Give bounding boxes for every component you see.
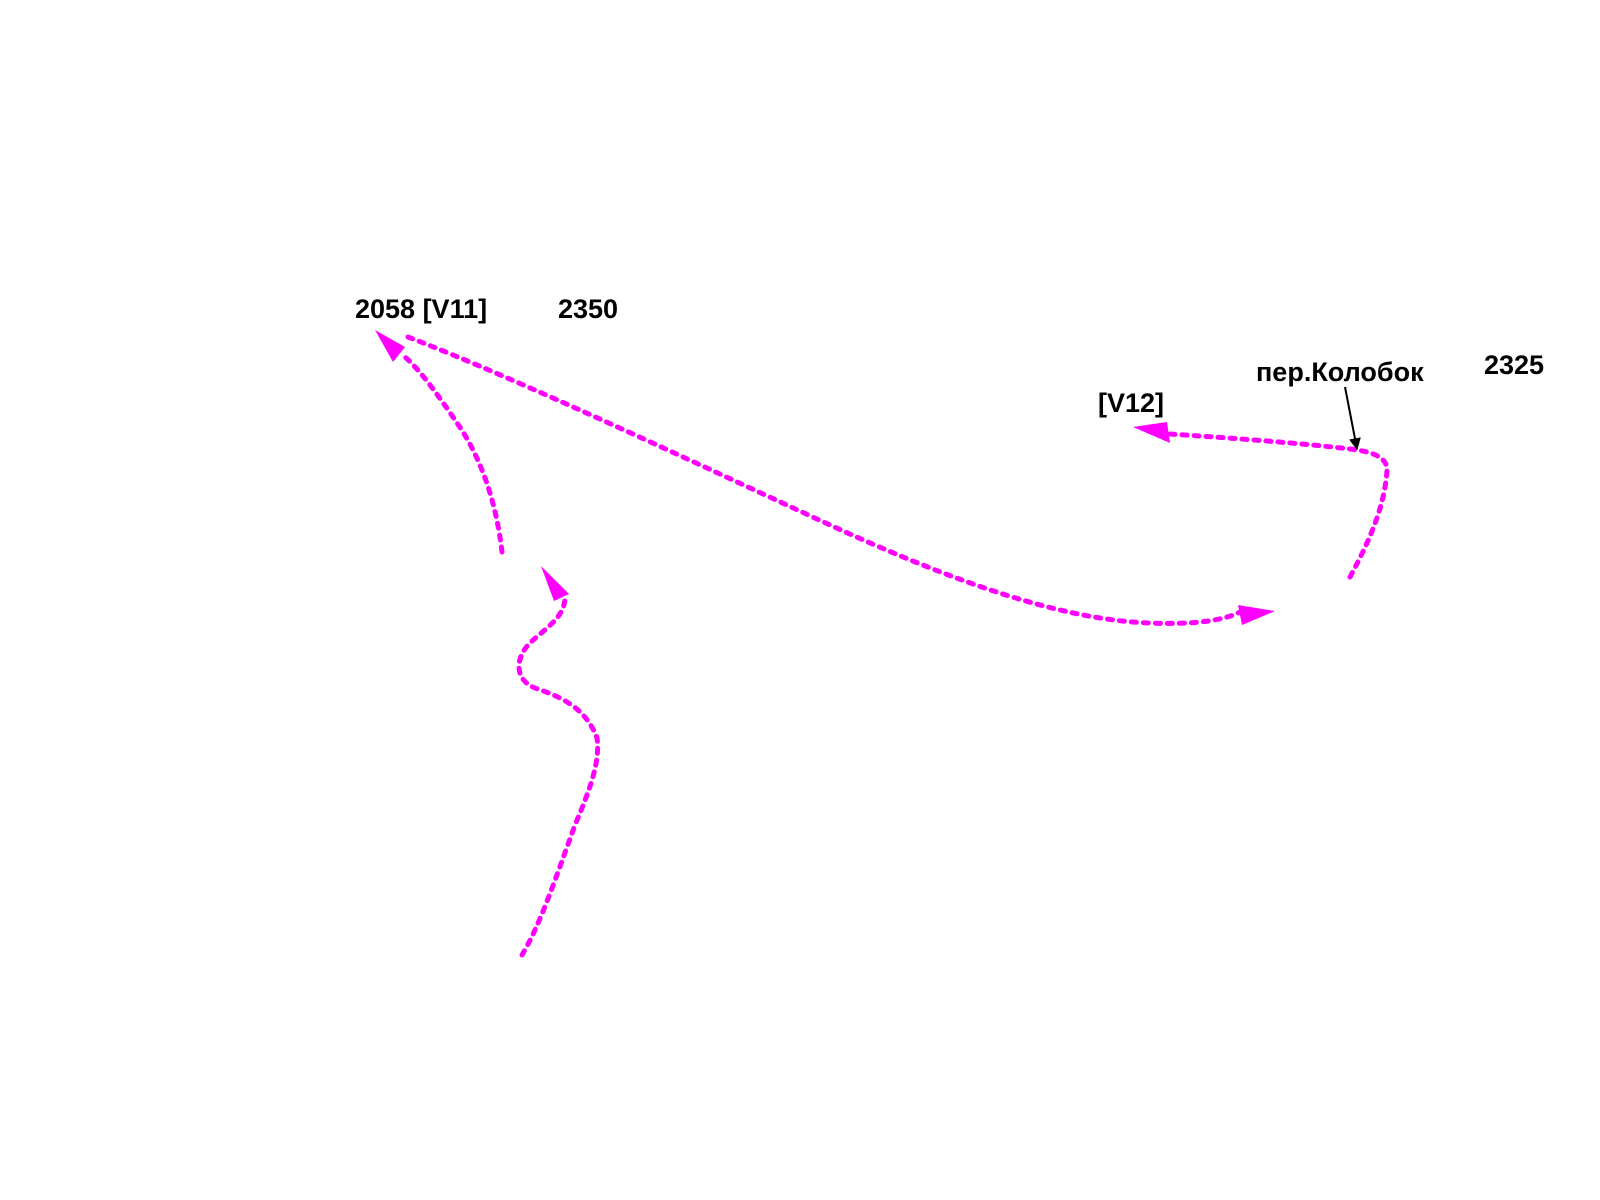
label-node-2350: 2350	[558, 294, 618, 324]
route-segment-lower	[516, 594, 601, 958]
label-node-v12: [V12]	[1098, 388, 1164, 418]
route-segment-arc	[405, 334, 1243, 626]
route-arrowhead-left	[375, 330, 405, 362]
route-arrowhead-lower	[541, 566, 569, 601]
label-street-kolobok: пер.Колобок	[1256, 357, 1424, 387]
street-leader-line	[1344, 386, 1361, 451]
label-node-2325: 2325	[1484, 350, 1544, 380]
route-arrowhead-right	[1133, 422, 1170, 443]
label-node-2058-v11: 2058 [V11]	[355, 294, 487, 324]
route-segment-left	[402, 354, 505, 555]
route-arrowhead-arc	[1238, 605, 1275, 625]
route-segment-right	[1167, 431, 1390, 580]
